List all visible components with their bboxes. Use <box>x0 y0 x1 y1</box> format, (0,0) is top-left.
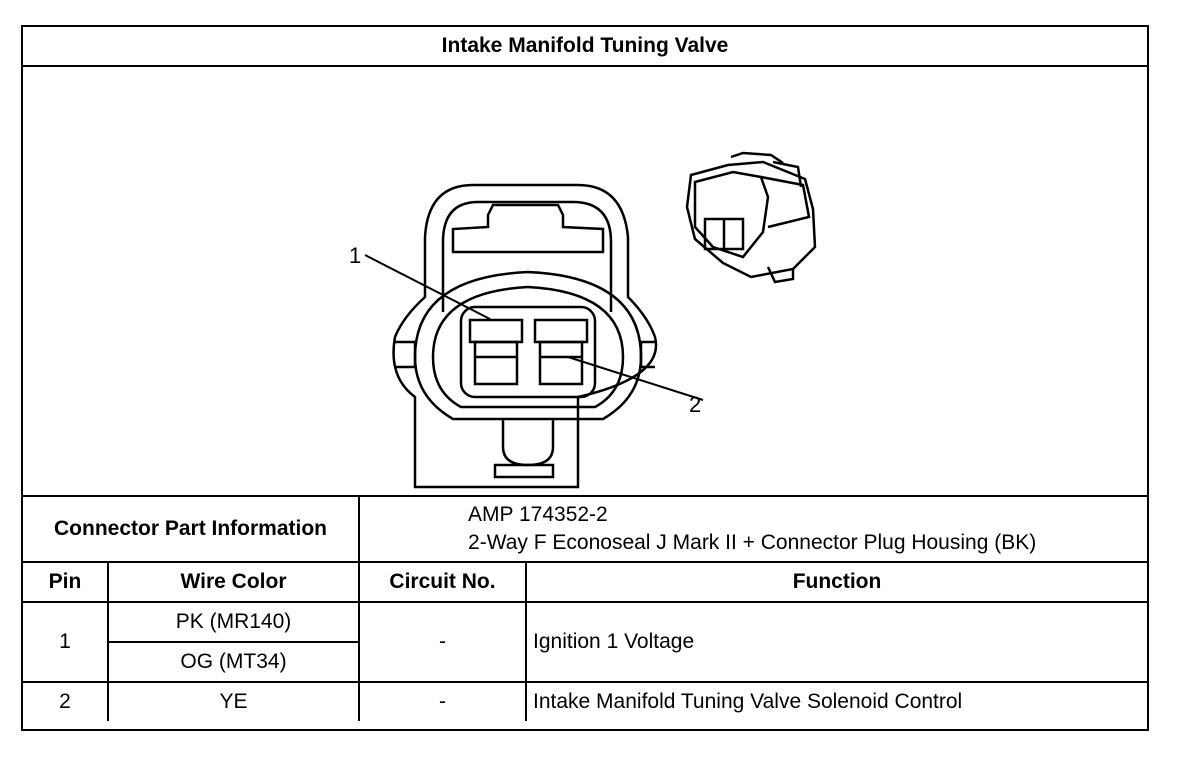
header-circuit-no: Circuit No. <box>358 561 528 603</box>
connector-diagram: 1 2 <box>23 67 1147 497</box>
connector-iso-view <box>685 151 817 284</box>
part-description: 2-Way F Econoseal J Mark II + Connector … <box>468 531 1037 554</box>
header-pin: Pin <box>23 561 109 603</box>
connector-frame: Intake Manifold Tuning Valve <box>21 25 1149 731</box>
connector-drawing: 1 2 <box>349 151 817 489</box>
pinout-table: Connector Part Information AMP 174352-2 … <box>23 495 1148 721</box>
function-cell: Intake Manifold Tuning Valve Solenoid Co… <box>525 681 1148 721</box>
connector-part-row: Connector Part Information AMP 174352-2 … <box>23 495 1148 563</box>
callout-2: 2 <box>689 392 701 417</box>
function-cell: Ignition 1 Voltage <box>525 601 1148 683</box>
pin-cell: 1 <box>23 601 109 683</box>
circuit-cell: - <box>358 681 528 721</box>
table-header-row: Pin Wire Color Circuit No. Function <box>23 561 1148 603</box>
circuit-cell: - <box>358 601 528 683</box>
connector-part-label: Connector Part Information <box>23 495 361 563</box>
wire-color-cell: PK (MR140) <box>106 601 361 643</box>
connector-part-value: AMP 174352-2 2-Way F Econoseal J Mark II… <box>358 495 1148 563</box>
header-wire-color: Wire Color <box>106 561 361 603</box>
pin-cell: 2 <box>23 681 109 721</box>
table-row: 2 YE - Intake Manifold Tuning Valve Sole… <box>23 681 1148 721</box>
wire-color-cell: YE <box>106 681 361 721</box>
callout-1: 1 <box>349 243 361 268</box>
connector-face-view <box>364 183 704 489</box>
part-number: AMP 174352-2 <box>468 503 608 526</box>
table-row: OG (MT34) <box>23 641 1147 683</box>
table-row: 1 PK (MR140) - Ignition 1 Voltage <box>23 601 1148 683</box>
wire-color-cell: OG (MT34) <box>108 641 360 683</box>
header-function: Function <box>525 561 1148 603</box>
diagram-title: Intake Manifold Tuning Valve <box>23 27 1147 67</box>
